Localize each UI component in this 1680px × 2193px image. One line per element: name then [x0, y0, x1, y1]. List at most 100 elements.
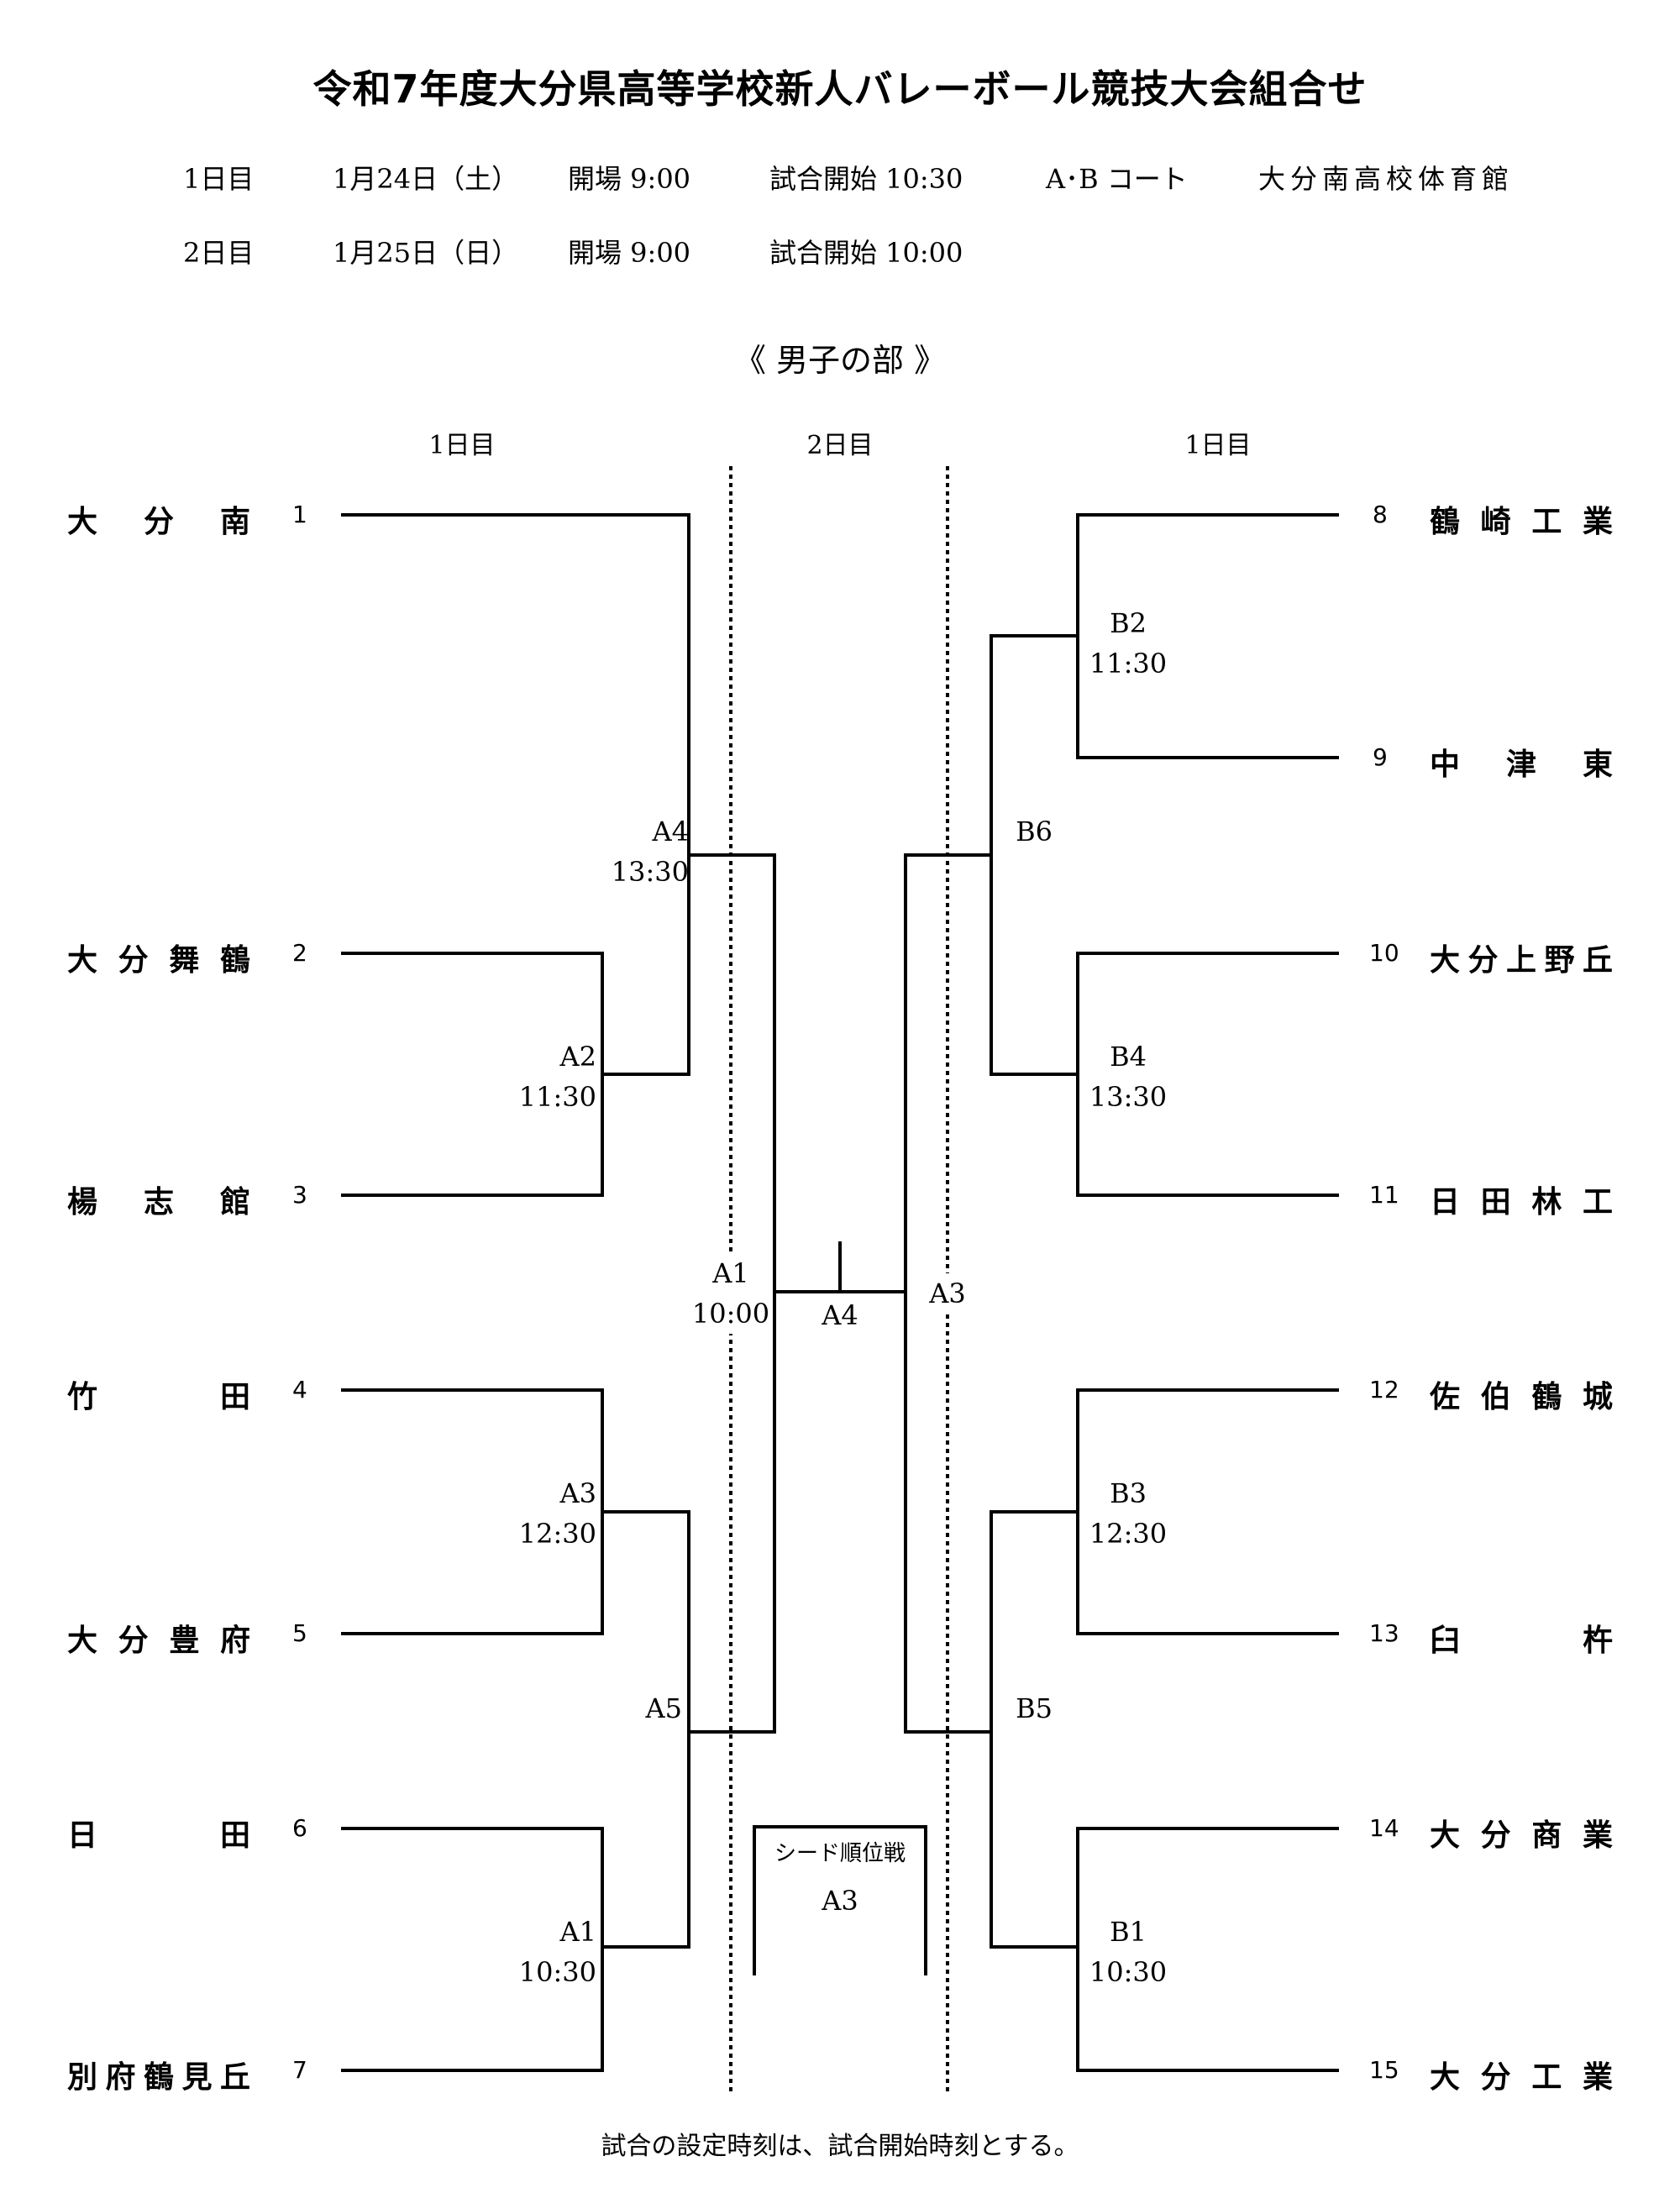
schedule-open-time: 開場 9:00 — [568, 237, 691, 269]
team-name-char: 見 — [181, 2060, 213, 2095]
team-name-char: 日 — [67, 1818, 98, 1853]
match-time: 10:30 — [1089, 1956, 1168, 1988]
seed-number: 6 — [292, 1814, 307, 1842]
match-label-B6: B6 — [1005, 811, 1063, 852]
match-code: A5 — [645, 1692, 682, 1724]
team-name-char: 業 — [1582, 1818, 1613, 1853]
page-title: 令和7年度大分県高等学校新人バレーボール競技大会組合せ — [312, 66, 1368, 112]
match-time: 13:30 — [611, 856, 689, 888]
bracket-line-B6 — [990, 634, 1079, 1076]
column-header-left: 1日目 — [428, 431, 496, 460]
team-name-char: 東 — [1582, 748, 1613, 782]
team-name-char: 伯 — [1480, 1380, 1511, 1414]
bracket-line-right-semis — [904, 853, 993, 1734]
match-code: B1 — [1110, 1916, 1147, 1948]
schedule-start-time: 試合開始 10:30 — [769, 163, 963, 195]
bracket-line-B1 — [1076, 1827, 1339, 2072]
team-name-char: 田 — [1480, 1185, 1511, 1220]
team-name-char: 業 — [1582, 2060, 1613, 2095]
seed-number: 15 — [1369, 2056, 1399, 2084]
schedule-venue: 大分南高校体育館 — [1258, 163, 1515, 195]
team-name-char: 佐 — [1430, 1380, 1461, 1414]
match-label-B2: B2 11:30 — [1082, 603, 1174, 684]
match-time: 10:30 — [518, 1956, 596, 1988]
match-code: B3 — [1110, 1477, 1147, 1509]
team-name-char: 日 — [1430, 1185, 1461, 1220]
footer-note: 試合の設定時刻は、試合開始時刻とする。 — [601, 2132, 1079, 2161]
team-name-char: 丘 — [1582, 943, 1613, 978]
team-name-char: 臼 — [1430, 1624, 1461, 1658]
schedule-court: A･B コート — [1046, 163, 1188, 195]
match-label-B4: B4 13:30 — [1082, 1036, 1174, 1117]
team-name-char: 丘 — [219, 2060, 250, 2095]
team-name-char: 分 — [1480, 1818, 1511, 1853]
team-name-char: 鶴 — [1430, 505, 1461, 539]
match-label-A3-center: A3 — [907, 1273, 988, 1314]
match-label-A2: A2 11:30 — [512, 1036, 596, 1117]
team-name: 大分豊府 — [67, 1616, 250, 1660]
team-name-char: 大 — [67, 505, 98, 539]
match-code: A3 — [559, 1477, 596, 1509]
team-name-char: 志 — [143, 1185, 174, 1220]
team-name-char: 分 — [118, 1624, 149, 1658]
match-time: 11:30 — [1089, 648, 1168, 679]
seed-number: 7 — [292, 2056, 307, 2084]
bracket-line-A3-out — [601, 1510, 690, 1949]
seed-number: 12 — [1369, 1376, 1399, 1403]
match-time: 12:30 — [518, 1518, 596, 1550]
match-label-B3: B3 12:30 — [1082, 1473, 1174, 1554]
team-name: 日田 — [67, 1811, 250, 1855]
team-name-char: 大 — [67, 1624, 98, 1658]
team-name-char: 中 — [1430, 748, 1461, 782]
bracket-line-A2-out — [601, 853, 690, 1076]
team-name-char: 府 — [219, 1624, 250, 1658]
team-name-char: 工 — [1531, 2060, 1562, 2095]
team-name-char: 崎 — [1480, 505, 1511, 539]
team-name: 中津東 — [1430, 740, 1613, 784]
team-name-char: 杵 — [1582, 1624, 1613, 1658]
team-name: 大分上野丘 — [1430, 936, 1613, 979]
team-name-char: 田 — [219, 1380, 250, 1414]
team-name: 佐伯鶴城 — [1430, 1372, 1613, 1416]
match-code: A4 — [822, 1299, 858, 1331]
match-label-final: A4 — [798, 1295, 882, 1335]
seed-playoff-box — [753, 1825, 927, 1975]
team-name-char: 鶴 — [1531, 1380, 1562, 1414]
match-label-A5: A5 — [605, 1688, 682, 1729]
team-name-char: 津 — [1505, 748, 1536, 782]
team-name: 鶴崎工業 — [1430, 497, 1613, 541]
match-code: A1 — [559, 1916, 596, 1948]
team-name-char: 別 — [67, 2060, 98, 2095]
column-header-right: 1日目 — [1184, 431, 1252, 460]
match-label-A4: A4 13:30 — [605, 811, 696, 892]
team-name-char: 城 — [1582, 1380, 1613, 1414]
seed-number: 10 — [1369, 939, 1399, 967]
schedule-date: 1月25日（日） — [333, 237, 519, 269]
match-code: A2 — [559, 1041, 596, 1073]
match-code: B4 — [1110, 1041, 1147, 1073]
match-code: A3 — [929, 1278, 966, 1309]
team-name-char: 豊 — [169, 1624, 200, 1658]
seed-number: 13 — [1369, 1619, 1399, 1647]
seed-number: 4 — [292, 1376, 307, 1403]
match-time: 10:00 — [691, 1298, 770, 1330]
match-label-A1-center: A1 10:00 — [689, 1253, 773, 1334]
team-name-char: 分 — [143, 505, 174, 539]
team-name-char: 業 — [1582, 505, 1613, 539]
team-name-char: 館 — [219, 1185, 250, 1220]
match-time: 11:30 — [518, 1081, 596, 1113]
team-name-char: 楊 — [67, 1185, 98, 1220]
team-name-char: 工 — [1582, 1185, 1613, 1220]
seed-number: 3 — [292, 1181, 307, 1209]
team-name: 臼杵 — [1430, 1616, 1613, 1660]
match-code: A1 — [712, 1257, 749, 1289]
team-name-char: 大 — [1430, 1818, 1461, 1853]
team-name-char: 野 — [1544, 943, 1575, 978]
team-name-char: 分 — [1480, 2060, 1511, 2095]
team-name-char: 舞 — [169, 943, 200, 978]
team-name-char: 大 — [1430, 2060, 1461, 2095]
seed-number: 11 — [1369, 1181, 1399, 1209]
team-name: 竹田 — [67, 1372, 250, 1416]
bracket-line-A4-out — [687, 853, 776, 1734]
column-header-center: 2日目 — [806, 431, 874, 460]
